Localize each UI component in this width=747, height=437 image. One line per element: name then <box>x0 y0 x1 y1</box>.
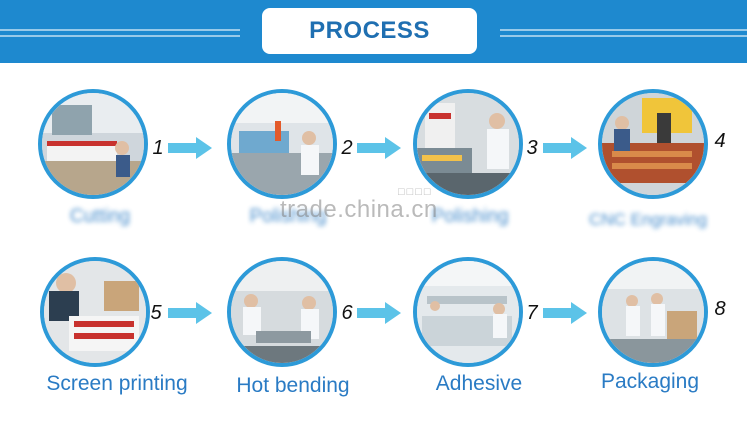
arrow-right-icon <box>168 302 212 324</box>
step-7-photo <box>413 257 523 367</box>
step-4-label: CNC Engraving <box>588 210 708 229</box>
polishing-machine-image <box>413 89 523 199</box>
adhesive-image <box>413 257 523 367</box>
step-3-number: 3 <box>526 137 538 159</box>
header-stripe-right-1 <box>500 29 747 31</box>
step-5-label: Screen printing <box>46 372 188 395</box>
watermark-marks: □□□□ <box>398 186 433 198</box>
step-2-photo <box>227 89 337 199</box>
step-1-photo <box>38 89 148 199</box>
arrow-right-icon <box>543 302 587 324</box>
step-6-number: 6 <box>341 302 353 324</box>
step-3-photo <box>413 89 523 199</box>
arrow-right-icon <box>357 302 401 324</box>
header-stripe-left-2 <box>0 35 240 37</box>
step-7-label: Adhesive <box>435 372 523 395</box>
title-tab: PROCESS <box>262 8 477 54</box>
step-2-label: Polishing <box>249 206 327 227</box>
arrow-right-icon <box>168 137 212 159</box>
step-5-number: 5 <box>150 302 162 324</box>
step-4-number: 4 <box>714 130 726 152</box>
screen-printing-image <box>40 257 150 367</box>
packaging-image <box>598 257 708 367</box>
step-5-photo <box>40 257 150 367</box>
step-8-number: 8 <box>714 298 726 320</box>
arrow-right-icon <box>357 137 401 159</box>
step-1-number: 1 <box>152 137 164 159</box>
page-title: PROCESS <box>309 17 430 44</box>
hot-bending-image <box>227 257 337 367</box>
step-3-label: Polishing <box>431 206 509 227</box>
arrow-right-icon <box>543 137 587 159</box>
polishing-image <box>227 89 337 199</box>
step-2-number: 2 <box>341 137 353 159</box>
step-4-photo <box>598 89 708 199</box>
watermark: trade.china.cn <box>280 196 438 223</box>
step-6-photo <box>227 257 337 367</box>
header-stripe-right-2 <box>500 35 747 37</box>
step-6-label: Hot bending <box>236 374 350 397</box>
step-8-label: Packaging <box>600 370 700 393</box>
step-7-number: 7 <box>526 302 538 324</box>
header-stripe-left-1 <box>0 29 240 31</box>
step-1-label: Cutting <box>69 206 131 227</box>
cnc-engraving-image <box>598 89 708 199</box>
step-8-photo <box>598 257 708 367</box>
cutting-image <box>38 89 148 199</box>
